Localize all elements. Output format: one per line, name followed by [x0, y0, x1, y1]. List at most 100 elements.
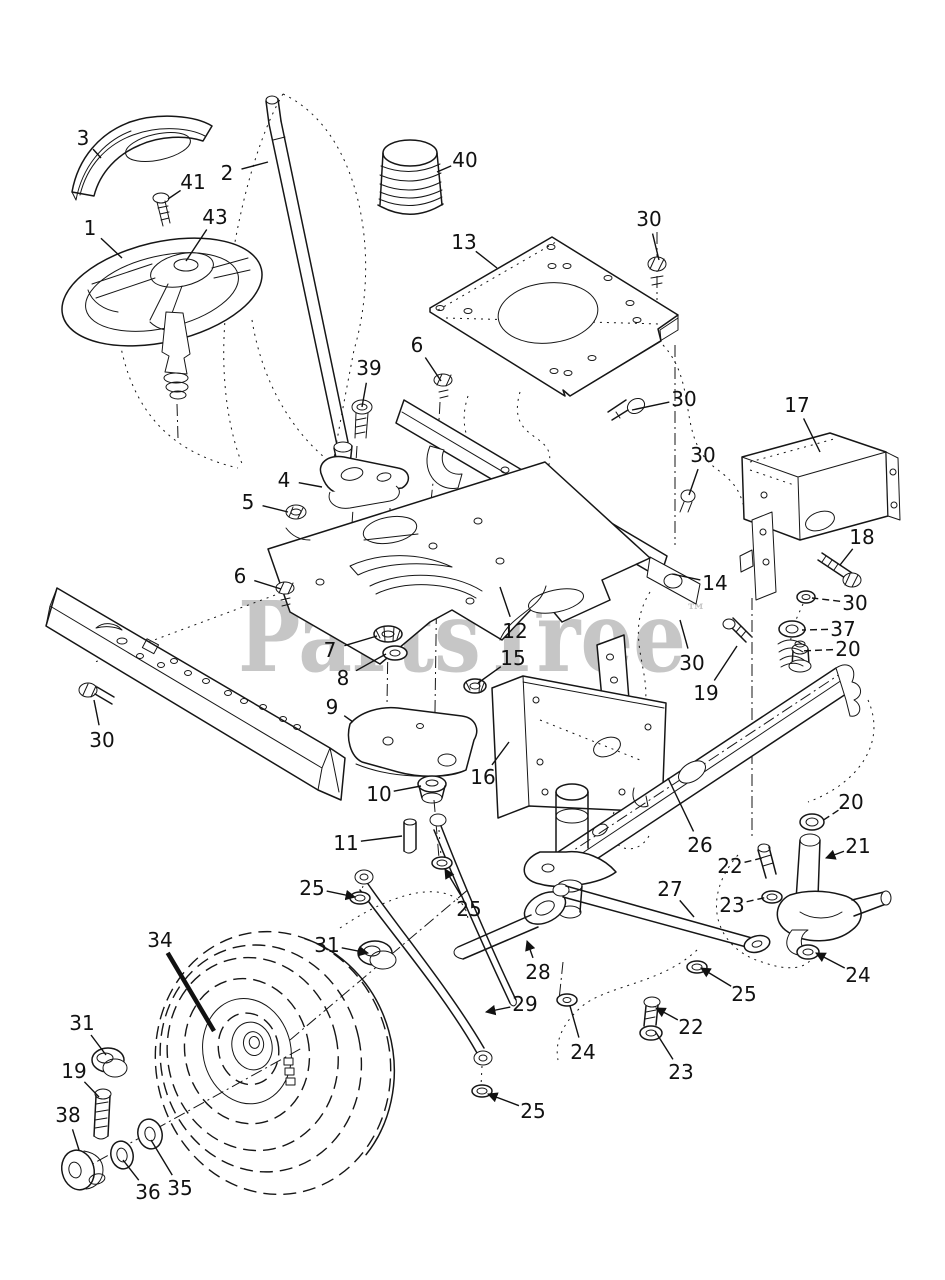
- callout-leader-25: [700, 967, 732, 987]
- callout-leader-6: [424, 357, 442, 382]
- callout-leader-21: [825, 849, 845, 860]
- callout-leader-30: [93, 699, 100, 726]
- callout-label-38: 38: [55, 1103, 80, 1127]
- watermark-tm: ™: [686, 599, 706, 623]
- callout-label-43: 43: [202, 205, 227, 229]
- steering-rod-28: [453, 887, 567, 960]
- callout-leader-25: [487, 1092, 520, 1107]
- callout-leader-34: [165, 951, 216, 1033]
- callout-label-41: 41: [180, 170, 205, 194]
- callout-leader-28: [525, 940, 536, 959]
- callout-label-10: 10: [366, 782, 391, 806]
- washer-24-right: [796, 944, 820, 960]
- callout-leader-30: [651, 233, 660, 261]
- steering-support-plate: [267, 461, 651, 665]
- washer-35: [137, 1118, 163, 1150]
- callout-label-35: 35: [167, 1176, 192, 1200]
- callout-leader-19: [83, 1081, 100, 1098]
- callout-leader-43: [185, 229, 208, 262]
- bolt-6-top: [433, 373, 453, 399]
- callout-label-30: 30: [690, 443, 715, 467]
- callout-label-16: 16: [470, 765, 495, 789]
- lock-washer-7: [373, 625, 403, 643]
- callout-label-37: 37: [830, 617, 855, 641]
- seat-plate: [429, 236, 679, 397]
- hub-cap: [60, 1149, 106, 1191]
- callout-label-26: 26: [687, 833, 712, 857]
- callout-label-22: 22: [678, 1015, 703, 1039]
- callout-label-25: 25: [299, 876, 324, 900]
- callout-label-3: 3: [77, 126, 90, 150]
- callout-label-14: 14: [702, 571, 727, 595]
- callout-leader-10: [393, 785, 422, 792]
- nut-23-bottom: [639, 1025, 663, 1041]
- callout-label-25: 25: [456, 897, 481, 921]
- callout-leader-30: [631, 401, 670, 411]
- nut-25-c: [686, 960, 708, 974]
- nut-30-right: [796, 590, 816, 604]
- callout-label-21: 21: [845, 834, 870, 858]
- callout-label-20: 20: [835, 637, 860, 661]
- callout-leader-35: [150, 1139, 173, 1176]
- right-spindle: [722, 590, 892, 960]
- callout-leader-24: [815, 952, 846, 969]
- nut-5: [285, 504, 307, 520]
- nut-30-left: [78, 682, 115, 705]
- callout-leader-30: [688, 468, 699, 496]
- bolt-19-right: [722, 617, 752, 643]
- callout-label-19: 19: [693, 681, 718, 705]
- callout-leader-5: [262, 504, 289, 513]
- callout-leader-29: [484, 1004, 511, 1016]
- callout-label-27: 27: [657, 877, 682, 901]
- callout-label-24: 24: [570, 1040, 595, 1064]
- callout-leader-30: [811, 597, 841, 602]
- callout-label-1: 1: [84, 216, 97, 240]
- callout-label-17: 17: [784, 393, 809, 417]
- callout-leader-8: [355, 653, 387, 672]
- callout-label-40: 40: [452, 148, 477, 172]
- left-frame-rail: [45, 587, 346, 801]
- washer-8: [382, 645, 408, 661]
- callout-label-7: 7: [324, 638, 337, 662]
- bolt-30-mid: [607, 397, 646, 421]
- callout-label-5: 5: [242, 490, 255, 514]
- small-hardware: [78, 256, 708, 1098]
- steering-boot: [377, 139, 444, 215]
- sector-plate-9: [347, 706, 478, 778]
- bolt-30-small: [679, 489, 696, 513]
- callout-label-28: 28: [525, 960, 550, 984]
- steering-shaft: [265, 95, 353, 471]
- push-nut-15: [463, 678, 487, 694]
- callout-label-30: 30: [636, 207, 661, 231]
- callout-label-34: 34: [147, 928, 172, 952]
- callout-label-30: 30: [89, 728, 114, 752]
- callout-leader-22: [744, 857, 763, 864]
- callout-label-31: 31: [69, 1011, 94, 1035]
- callout-label-29: 29: [512, 992, 537, 1016]
- wheel-bushing-left: [91, 1047, 128, 1078]
- washer-36: [110, 1140, 134, 1170]
- bolt-22-bottom: [643, 996, 661, 1027]
- callout-label-30: 30: [671, 387, 696, 411]
- callout-label-4: 4: [278, 468, 291, 492]
- callout-label-15: 15: [500, 646, 525, 670]
- callout-leader-9: [343, 715, 354, 723]
- axle-bolt-19: [93, 1088, 112, 1140]
- steering-wheel: [61, 237, 263, 400]
- callout-leader-6: [254, 579, 282, 590]
- callout-label-6: 6: [234, 564, 247, 588]
- nut-23-right: [761, 890, 783, 904]
- callout-label-36: 36: [135, 1180, 160, 1204]
- callout-label-30: 30: [842, 591, 867, 615]
- callout-leader-20: [821, 809, 839, 822]
- spring-20-upper: [777, 639, 805, 668]
- callout-leader-4: [298, 482, 323, 488]
- callout-leader-17: [802, 418, 821, 453]
- callout-leader-25: [326, 889, 357, 901]
- pin-11: [403, 818, 417, 854]
- callout-leader-38: [71, 1129, 80, 1151]
- callout-label-6: 6: [411, 333, 424, 357]
